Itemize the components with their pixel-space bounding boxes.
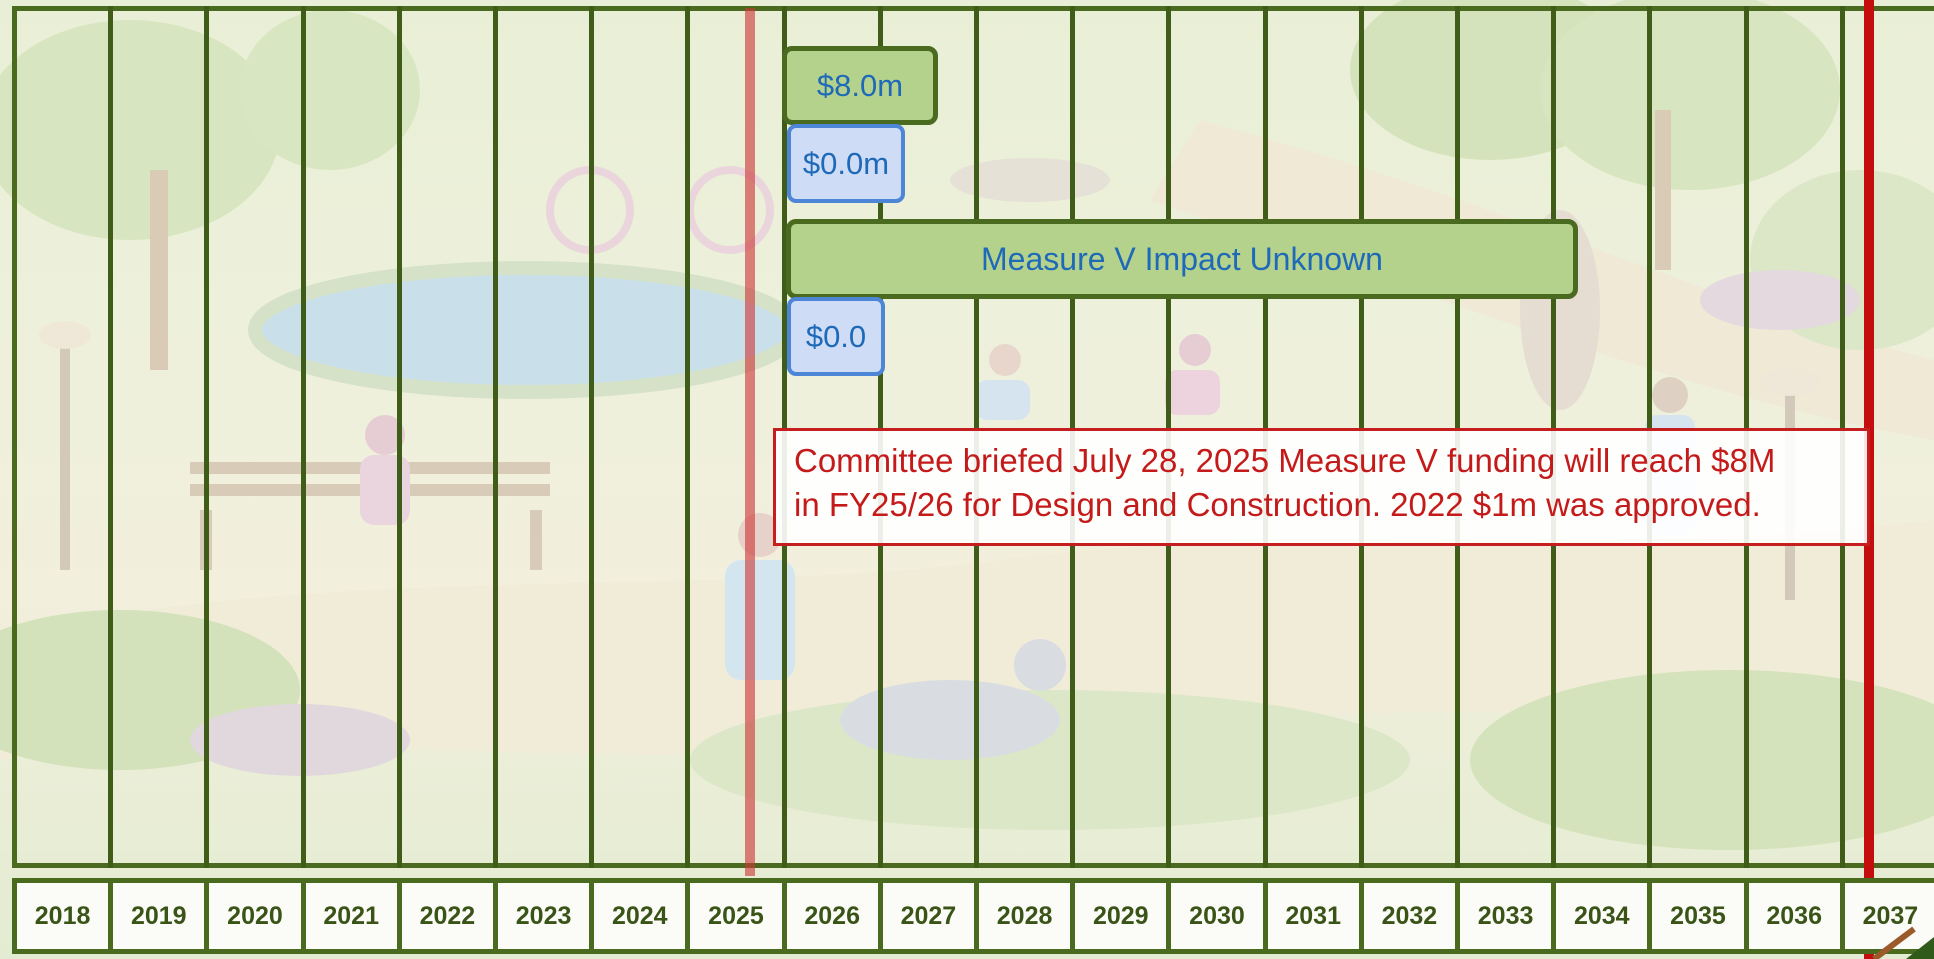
total-funding-box: $8.0m (782, 46, 938, 125)
year-label-2024: 2024 (589, 878, 691, 954)
year-label-2026: 2026 (781, 878, 883, 954)
year-gridline-2021 (300, 6, 306, 868)
year-label-2031: 2031 (1262, 878, 1364, 954)
allocated-funding-label: $0.0m (802, 145, 890, 181)
year-label-2028: 2028 (974, 878, 1076, 954)
year-label-2018: 2018 (12, 878, 114, 954)
year-label-2034: 2034 (1551, 878, 1653, 954)
chart-plot-area (12, 6, 1934, 868)
committee-note-line-2: in FY25/26 for Design and Construction. … (794, 486, 1761, 523)
year-gridline-2025 (685, 6, 691, 868)
year-label-2035: 2035 (1647, 878, 1749, 954)
measure-v-status-label: Measure V Impact Unknown (981, 240, 1383, 277)
year-label-2020: 2020 (204, 878, 306, 954)
committee-note-text: Committee briefed July 28, 2025 Measure … (794, 439, 1775, 527)
year-label-2032: 2032 (1358, 878, 1460, 954)
year-gridline-2020 (204, 6, 210, 868)
year-gridline-2019 (108, 6, 114, 868)
measure-v-status-bar: Measure V Impact Unknown (786, 219, 1578, 299)
committee-note-line-1: Committee briefed July 28, 2025 Measure … (794, 442, 1776, 479)
other-funding-label: $0.0 (805, 318, 867, 354)
current-year-marker (745, 8, 755, 876)
year-label-2025: 2025 (685, 878, 787, 954)
committee-note: Committee briefed July 28, 2025 Measure … (773, 428, 1870, 546)
year-label-2021: 2021 (300, 878, 402, 954)
year-label-2027: 2027 (877, 878, 979, 954)
allocated-funding-box: $0.0m (787, 124, 905, 203)
other-funding-box: $0.0 (787, 297, 885, 376)
corner-decoration (1814, 899, 1934, 959)
year-gridline-2023 (493, 6, 498, 868)
year-gridline-2022 (396, 6, 402, 868)
year-label-2036: 2036 (1743, 878, 1845, 954)
total-funding-label: $8.0m (816, 67, 904, 103)
year-label-2033: 2033 (1455, 878, 1557, 954)
year-gridline-2024 (589, 6, 595, 868)
year-label-2019: 2019 (108, 878, 210, 954)
year-label-2023: 2023 (493, 878, 595, 954)
year-label-2022: 2022 (396, 878, 498, 954)
year-label-2030: 2030 (1166, 878, 1268, 954)
year-label-2029: 2029 (1070, 878, 1172, 954)
